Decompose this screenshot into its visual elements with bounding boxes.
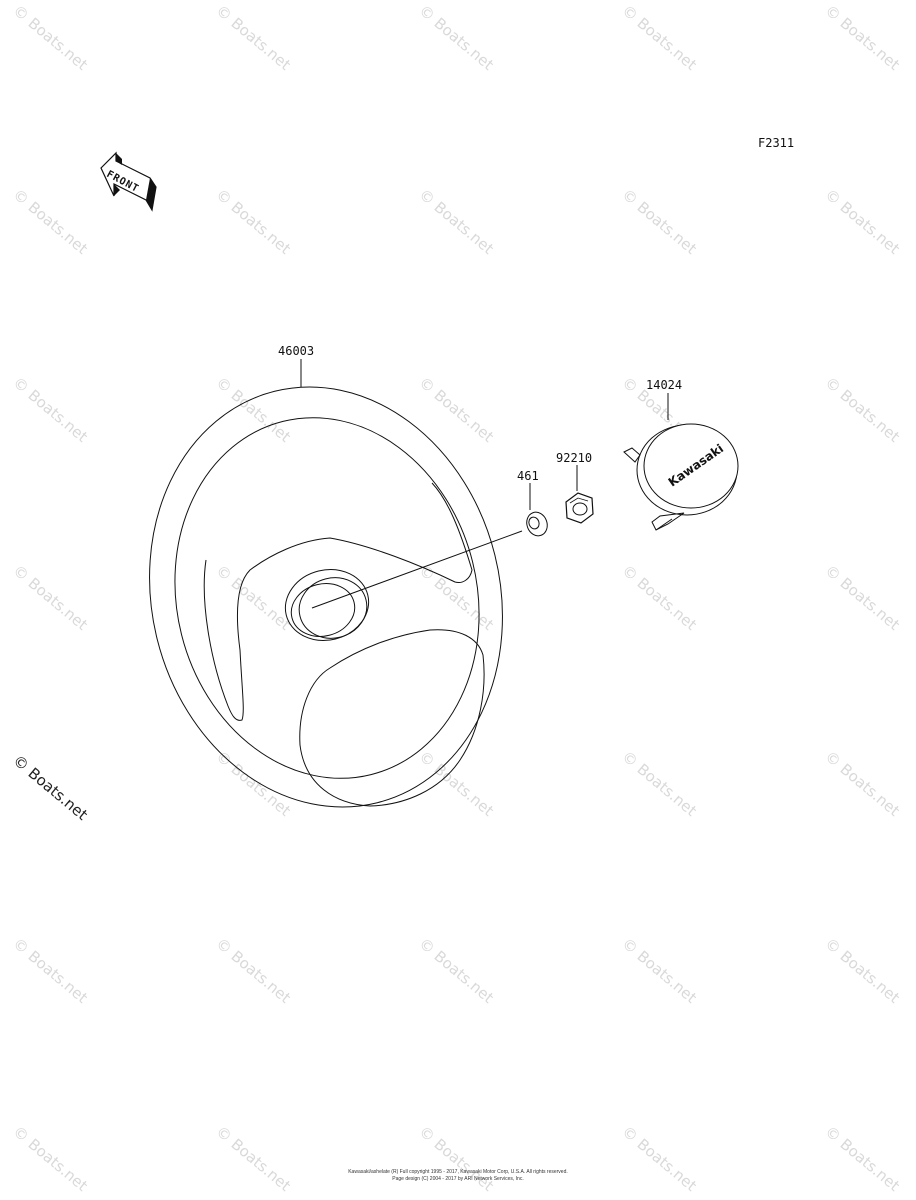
watermark-text: © Boats.net xyxy=(415,373,497,446)
watermark-text: © Boats.net xyxy=(212,373,294,446)
watermark-text: © Boats.net xyxy=(821,1,903,74)
watermark-text: © Boats.net xyxy=(9,1,91,74)
watermark-text: © Boats.net xyxy=(821,185,903,258)
watermark-text: © Boats.net xyxy=(9,934,91,1007)
copyright-line-1: Kawasaki/ashelate (R) Full copyright 199… xyxy=(348,1169,568,1175)
watermark-main: © Boats.net xyxy=(9,751,91,824)
part-label-14024: 14024 xyxy=(646,378,682,392)
cap: Kawasaki xyxy=(623,423,739,531)
watermark-text: © Boats.net xyxy=(821,561,903,634)
part-label-46003: 46003 xyxy=(278,344,314,358)
watermark-text: © Boats.net xyxy=(415,934,497,1007)
watermark-text: © Boats.net xyxy=(415,1122,497,1195)
watermark-text: © Boats.net xyxy=(212,185,294,258)
watermark-text: © Boats.net xyxy=(618,185,700,258)
watermark-text: © Boats.net xyxy=(212,934,294,1007)
part-label-461: 461 xyxy=(517,469,539,483)
watermark-text: © Boats.net xyxy=(618,934,700,1007)
watermark-text: © Boats.net xyxy=(618,561,700,634)
watermark-text: © Boats.net xyxy=(9,185,91,258)
front-arrow-icon: FRONT xyxy=(100,151,157,212)
watermark-text: © Boats.net xyxy=(212,561,294,634)
watermark-text: © Boats.net xyxy=(618,1122,700,1195)
watermark-text: © Boats.net xyxy=(415,1,497,74)
watermark-text: © Boats.net xyxy=(618,1,700,74)
watermark-text: © Boats.net xyxy=(212,1122,294,1195)
watermark-text: © Boats.net xyxy=(9,1122,91,1195)
steering-wheel xyxy=(149,386,503,808)
watermark-text: © Boats.net xyxy=(9,373,91,446)
watermark-text: © Boats.net xyxy=(618,747,700,820)
watermark-text: © Boats.net xyxy=(415,561,497,634)
watermark-text: © Boats.net xyxy=(821,934,903,1007)
watermark-text: © Boats.net xyxy=(212,1,294,74)
watermark-text: © Boats.net xyxy=(821,1122,903,1195)
watermark-text: © Boats.net xyxy=(821,373,903,446)
watermark-text: © Boats.net xyxy=(821,747,903,820)
watermark-text: © Boats.net xyxy=(415,747,497,820)
nut xyxy=(565,492,594,524)
copyright-line-2: Page design (C) 2004 - 2017 by ARI Netwo… xyxy=(392,1176,523,1182)
figure-code: F2311 xyxy=(758,136,794,150)
washer xyxy=(526,511,548,537)
leader-hub-washer xyxy=(311,530,523,609)
watermark-text: © Boats.net xyxy=(212,747,294,820)
part-label-92210: 92210 xyxy=(556,451,592,465)
watermark-text: © Boats.net xyxy=(415,185,497,258)
watermark-text: © Boats.net xyxy=(9,561,91,634)
